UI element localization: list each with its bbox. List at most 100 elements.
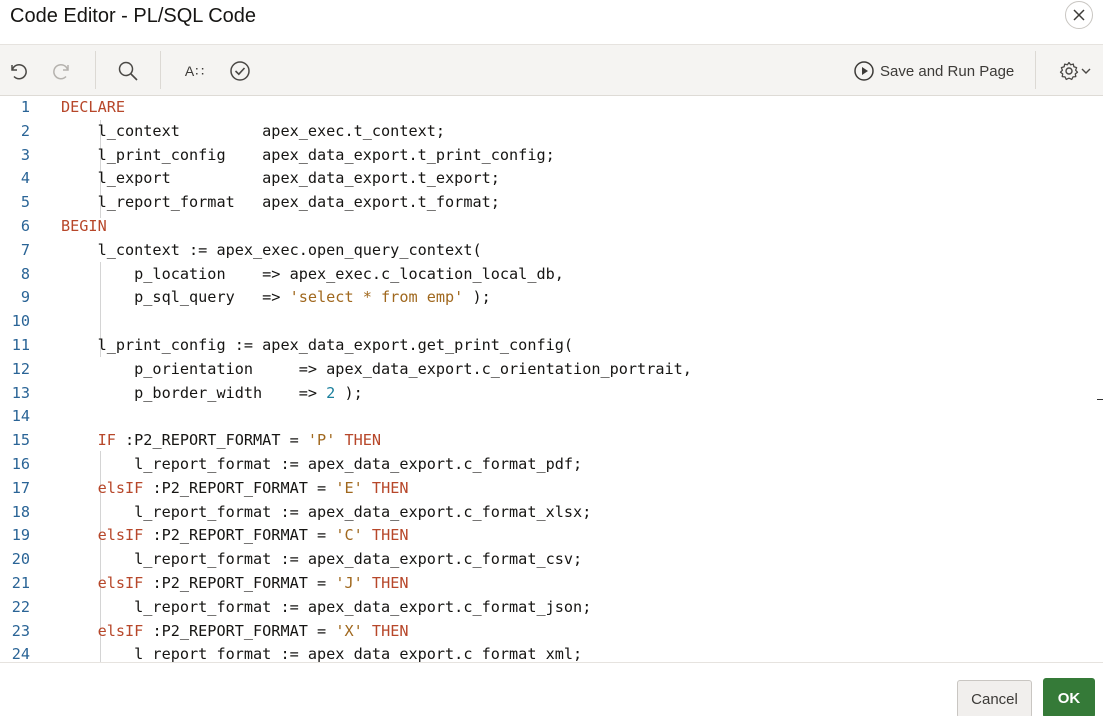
code-line[interactable]: 5 l_report_format apex_data_export.t_for… bbox=[0, 191, 1103, 215]
code-token: l_report_format := apex_data_export.c_fo… bbox=[61, 502, 592, 521]
code-keyword: THEN bbox=[371, 526, 409, 545]
code-token bbox=[335, 431, 344, 449]
code-text: BEGIN bbox=[61, 215, 107, 239]
code-line[interactable]: 16 l_report_format := apex_data_export.c… bbox=[0, 453, 1103, 477]
code-keyword: elsIF bbox=[97, 526, 144, 545]
save-and-run-button[interactable]: Save and Run Page bbox=[853, 57, 1014, 85]
code-line[interactable]: 10 bbox=[0, 310, 1103, 334]
code-line[interactable]: 12 p_orientation => apex_data_export.c_o… bbox=[0, 358, 1103, 382]
close-button[interactable] bbox=[1065, 1, 1093, 29]
code-line[interactable]: 7 l_context := apex_exec.open_query_cont… bbox=[0, 239, 1103, 263]
ok-button[interactable]: OK bbox=[1043, 678, 1095, 716]
code-keyword: THEN bbox=[344, 431, 382, 450]
line-number: 6 bbox=[20, 217, 30, 235]
code-token: l_report_format apex_data_export.t_forma… bbox=[61, 193, 500, 212]
code-line[interactable]: 18 l_report_format := apex_data_export.c… bbox=[0, 501, 1103, 525]
code-line[interactable]: 2 l_context apex_exec.t_context; bbox=[0, 120, 1103, 144]
code-token: :P2_REPORT_FORMAT = bbox=[143, 478, 336, 497]
code-keyword: THEN bbox=[371, 621, 409, 640]
code-number: 2 bbox=[326, 383, 336, 402]
code-string: 'X' bbox=[335, 621, 363, 640]
settings-menu-button[interactable] bbox=[1054, 57, 1096, 85]
save-and-run-label: Save and Run Page bbox=[880, 62, 1015, 80]
code-text: elsIF :P2_REPORT_FORMAT = 'C' THEN bbox=[61, 524, 409, 548]
undo-icon bbox=[11, 63, 27, 80]
code-line[interactable]: 14 bbox=[0, 405, 1103, 429]
code-line[interactable]: 19 elsIF :P2_REPORT_FORMAT = 'C' THEN bbox=[0, 524, 1103, 548]
code-line[interactable]: 21 elsIF :P2_REPORT_FORMAT = 'J' THEN bbox=[0, 572, 1103, 596]
code-line[interactable]: 8 p_location => apex_exec.c_location_loc… bbox=[0, 263, 1103, 287]
dialog-title: Code Editor - PL/SQL Code bbox=[10, 5, 257, 27]
code-keyword: elsIF bbox=[97, 574, 144, 592]
font-size-button[interactable]: A∷ bbox=[180, 57, 210, 85]
code-token: l_context apex_exec.t_context; bbox=[61, 121, 446, 140]
code-text: l_report_format := apex_data_export.c_fo… bbox=[61, 548, 582, 572]
code-line[interactable]: 3 l_print_config apex_data_export.t_prin… bbox=[0, 144, 1103, 168]
code-string: 'E' bbox=[335, 478, 363, 497]
font-size-icon: A∷ bbox=[184, 62, 206, 79]
code-string: 'select * from emp' bbox=[289, 288, 464, 307]
code-token bbox=[61, 622, 98, 640]
close-icon bbox=[1073, 9, 1085, 21]
code-text: elsIF :P2_REPORT_FORMAT = 'J' THEN bbox=[61, 572, 409, 596]
code-token: :P2_REPORT_FORMAT = bbox=[115, 431, 308, 450]
code-token bbox=[363, 574, 372, 592]
code-text: p_orientation => apex_data_export.c_orie… bbox=[61, 358, 692, 382]
line-number: 1 bbox=[20, 98, 30, 116]
code-token: ); bbox=[463, 288, 491, 307]
code-token: l_report_format := apex_data_export.c_fo… bbox=[61, 550, 583, 569]
code-line[interactable]: 4 l_export apex_data_export.t_export; bbox=[0, 167, 1103, 191]
code-line[interactable]: 23 elsIF :P2_REPORT_FORMAT = 'X' THEN bbox=[0, 620, 1103, 644]
line-number: 11 bbox=[11, 336, 30, 354]
indent-guide bbox=[100, 262, 101, 333]
line-number: 20 bbox=[11, 550, 30, 569]
code-token: l_print_config := apex_data_export.get_p… bbox=[61, 336, 574, 354]
code-line[interactable]: 6 BEGIN bbox=[0, 215, 1103, 239]
indent-guide bbox=[100, 451, 101, 662]
code-token: p_border_width => bbox=[61, 383, 327, 402]
line-number: 14 bbox=[11, 407, 30, 426]
line-number: 16 bbox=[11, 455, 30, 473]
code-token: l_report_format := apex_data_export.c_fo… bbox=[61, 455, 583, 473]
code-keyword: elsIF bbox=[97, 478, 144, 497]
code-text: IF :P2_REPORT_FORMAT = 'P' THEN bbox=[61, 429, 382, 453]
gear-icon bbox=[1059, 61, 1079, 81]
line-number: 17 bbox=[11, 478, 30, 497]
code-keyword: THEN bbox=[371, 478, 409, 497]
code-text: l_report_format := apex_data_export.c_fo… bbox=[61, 596, 591, 620]
line-number: 22 bbox=[11, 597, 30, 616]
line-number: 2 bbox=[20, 121, 30, 140]
line-number: 9 bbox=[20, 288, 30, 307]
code-line[interactable]: 24 l_report_format := apex_data_export.c… bbox=[0, 643, 1103, 662]
code-keyword: IF bbox=[97, 431, 116, 450]
undo-button[interactable] bbox=[4, 57, 32, 85]
indent-guide bbox=[100, 120, 101, 218]
redo-button[interactable] bbox=[48, 57, 76, 85]
code-line[interactable]: 11 l_print_config := apex_data_export.ge… bbox=[0, 334, 1103, 358]
validate-button[interactable] bbox=[226, 57, 254, 85]
code-token: :P2_REPORT_FORMAT = bbox=[143, 574, 336, 592]
code-line[interactable]: 15 IF :P2_REPORT_FORMAT = 'P' THEN bbox=[0, 429, 1103, 453]
code-line[interactable]: 13 p_border_width => 2 ); bbox=[0, 382, 1103, 406]
code-text: l_context apex_exec.t_context; bbox=[61, 120, 445, 144]
toolbar-divider bbox=[95, 51, 96, 89]
line-number: 23 bbox=[11, 621, 30, 640]
code-line[interactable]: 22 l_report_format := apex_data_export.c… bbox=[0, 596, 1103, 620]
code-token: l_print_config apex_data_export.t_print_… bbox=[61, 145, 555, 164]
code-keyword: BEGIN bbox=[61, 217, 107, 235]
code-token: :P2_REPORT_FORMAT = bbox=[143, 526, 336, 545]
code-token bbox=[363, 622, 372, 640]
code-text: l_print_config apex_data_export.t_print_… bbox=[61, 144, 555, 168]
code-line[interactable]: 20 l_report_format := apex_data_export.c… bbox=[0, 548, 1103, 572]
line-number: 24 bbox=[11, 645, 30, 662]
code-string: 'J' bbox=[335, 574, 363, 592]
line-number: 19 bbox=[11, 526, 30, 545]
search-button[interactable] bbox=[114, 57, 142, 85]
code-line[interactable]: 17 elsIF :P2_REPORT_FORMAT = 'E' THEN bbox=[0, 477, 1103, 501]
cancel-button[interactable]: Cancel bbox=[957, 680, 1032, 716]
code-text: p_sql_query => 'select * from emp' ); bbox=[61, 286, 491, 310]
code-text: l_report_format := apex_data_export.c_fo… bbox=[61, 501, 591, 525]
code-line[interactable]: 9 p_sql_query => 'select * from emp' ); bbox=[0, 286, 1103, 310]
